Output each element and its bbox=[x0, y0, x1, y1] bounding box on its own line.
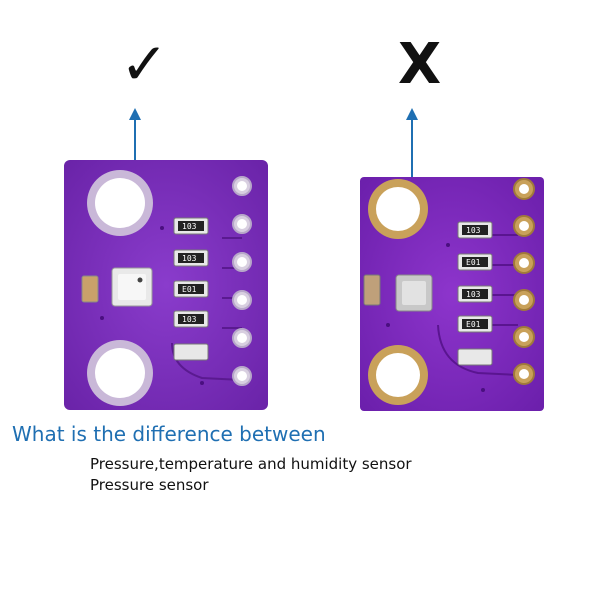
resistor-label: 103 bbox=[182, 254, 197, 263]
resistor-label: E01 bbox=[466, 320, 481, 329]
option-text-1: Pressure,temperature and humidity sensor bbox=[90, 455, 412, 473]
question-heading: What is the difference between bbox=[12, 422, 326, 446]
resistor-label: 103 bbox=[182, 315, 197, 324]
resistor-label: E01 bbox=[182, 285, 197, 294]
resistor-label: 103 bbox=[182, 222, 197, 231]
left-sensor-board: 103 103 E01 103 bbox=[62, 158, 272, 413]
resistor-label: E01 bbox=[466, 258, 481, 267]
option-text-2: Pressure sensor bbox=[90, 476, 209, 494]
resistor-label: 103 bbox=[466, 290, 481, 299]
resistor-label: 103 bbox=[466, 226, 481, 235]
checkmark-icon: ✓ bbox=[120, 30, 169, 98]
cross-icon: X bbox=[398, 32, 442, 97]
right-sensor-board: 103 E01 103 E01 bbox=[358, 175, 548, 415]
